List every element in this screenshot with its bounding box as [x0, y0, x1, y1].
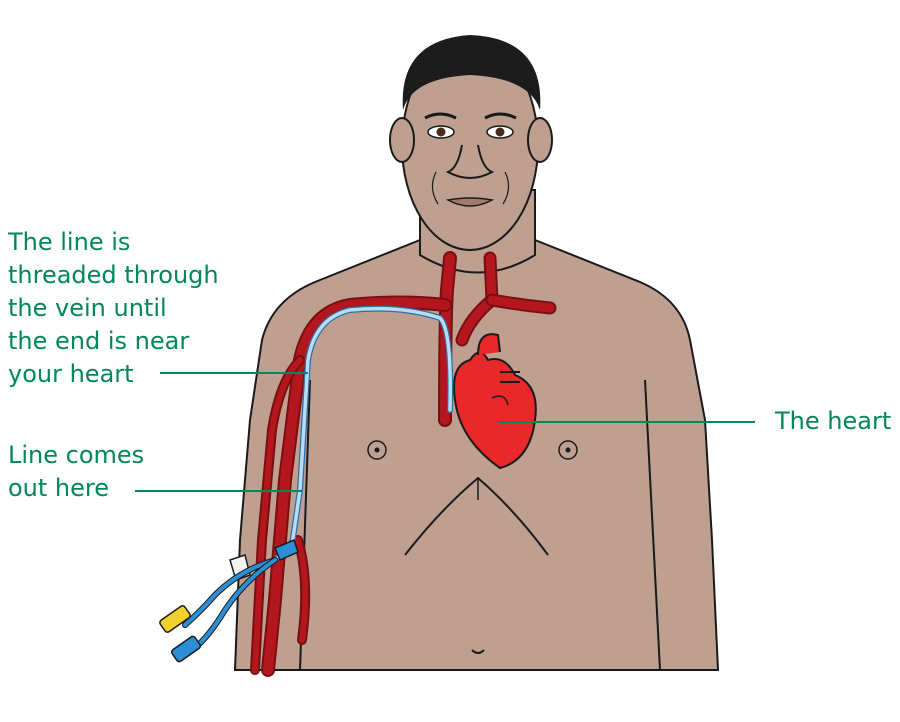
- label-line-threaded: The line is threaded through the vein un…: [8, 226, 219, 391]
- label-line-threaded-1: The line is: [8, 228, 131, 256]
- head: [389, 35, 553, 251]
- label-line-exit: Line comes out here: [8, 439, 144, 505]
- label-line-exit-1: Line comes: [8, 441, 145, 469]
- label-line-threaded-2: threaded through: [8, 261, 219, 289]
- label-line-threaded-3: the vein until: [8, 294, 167, 322]
- label-line-threaded-5: your heart: [8, 360, 134, 388]
- nipple-icon: [367, 440, 578, 460]
- right-arm-line: [644, 379, 661, 671]
- heart-icon: [453, 333, 537, 470]
- label-line-threaded-4: the end is near: [8, 327, 190, 355]
- label-heart: The heart: [775, 405, 891, 438]
- eye-icon: [427, 125, 514, 139]
- hair: [402, 35, 541, 110]
- catheter-icon: [159, 305, 454, 663]
- navel: [471, 649, 485, 654]
- label-heart-text: The heart: [775, 407, 892, 435]
- label-line-exit-2: out here: [8, 474, 110, 502]
